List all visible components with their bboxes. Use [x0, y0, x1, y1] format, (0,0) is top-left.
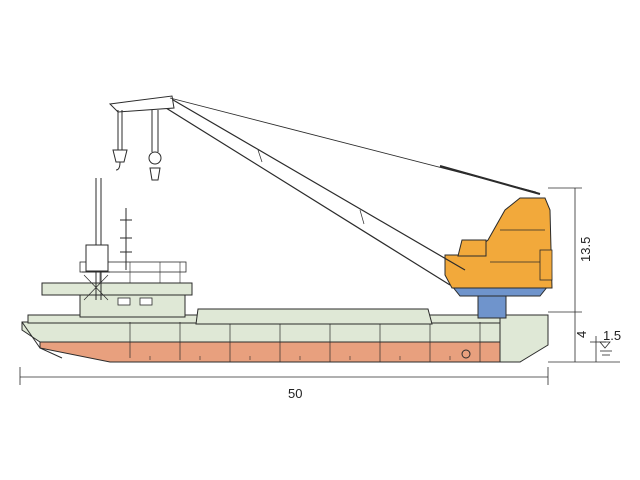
masts: [82, 178, 132, 301]
crane-cab: [457, 239, 487, 257]
mast-platform: [85, 244, 109, 272]
draft-label: 1.5: [603, 328, 621, 343]
boom-head: [108, 95, 175, 113]
overall-length-label: 50: [288, 386, 302, 401]
crane-hooks: [112, 110, 162, 181]
aux-hook: [115, 161, 121, 171]
bow-rake: [21, 321, 63, 359]
main-hook: [149, 167, 161, 181]
hull-lower-band: [39, 341, 542, 363]
rail-stanchions: [99, 262, 181, 283]
keel-ticks: [149, 356, 451, 360]
stern-deck: [499, 314, 549, 363]
hull-upper-side: [21, 321, 546, 343]
barge-hull: [21, 308, 549, 363]
boom-lower-chord: [165, 107, 451, 286]
crane-house: [444, 197, 553, 289]
crane-counterweight: [539, 249, 553, 281]
aux-hook-block: [112, 149, 128, 163]
cargo-hatch-cover: [195, 308, 433, 325]
deckhouse: [41, 261, 193, 318]
hull-porthole: [461, 349, 471, 359]
hull-frame-lines: [129, 322, 481, 362]
deckhouse-upper: [41, 282, 193, 296]
deckhouse-rail: [79, 261, 187, 273]
hull-depth-label: 4: [574, 331, 589, 338]
main-hook-sheave: [148, 151, 162, 165]
waterline-symbol: [599, 341, 611, 349]
boom-upper-chord: [167, 96, 466, 271]
crane-base: [450, 285, 550, 319]
deckhouse-window: [139, 297, 153, 306]
dimensions: [19, 187, 620, 385]
deckhouse-window: [117, 297, 131, 306]
crane-boom: [108, 95, 541, 286]
crane-height-label: 13.5: [578, 237, 593, 262]
